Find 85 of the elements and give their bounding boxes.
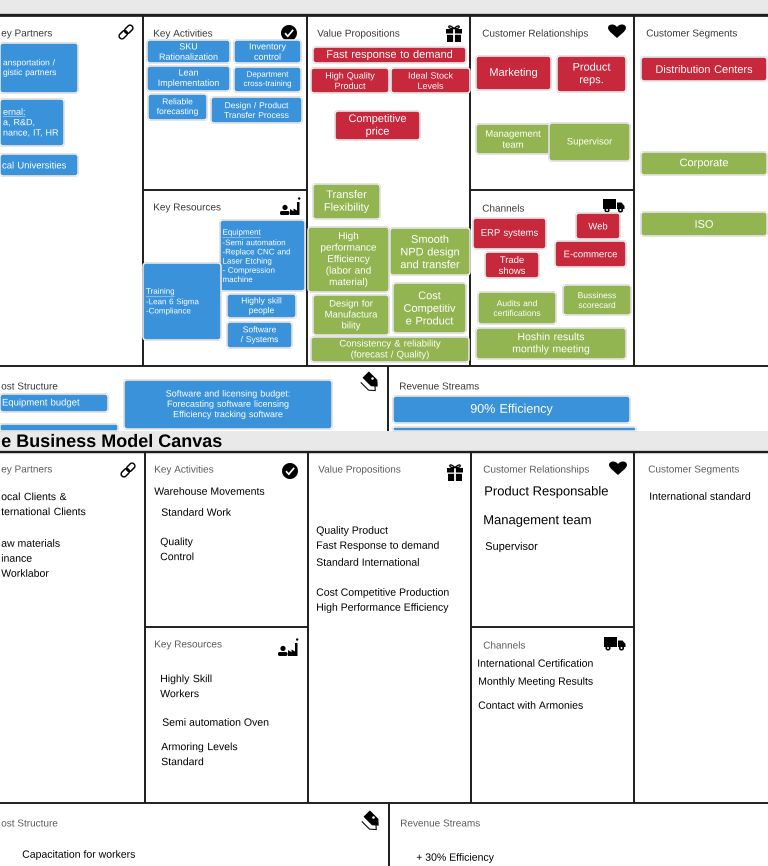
block-heading: Key Activities xyxy=(154,29,212,39)
sticky-note: Software and licensing budget: Forecasting software licensing Efficiency tracking software xyxy=(123,379,333,430)
block-text: Management team xyxy=(484,515,591,527)
sticky-note: Hoshin results monthly meeting xyxy=(475,327,627,360)
block-text: Supervisor xyxy=(486,542,538,552)
block-text: Worklabor xyxy=(1,569,49,577)
sticky-note: Software / Systems xyxy=(226,321,293,349)
block-text: International Certification xyxy=(478,659,593,667)
sticky-note: Lean Implementation xyxy=(146,65,231,92)
sticky-note: Audits and certifications xyxy=(477,291,557,325)
block-text: Product Responsable xyxy=(485,486,608,498)
sticky-note: Transfer Flexibility xyxy=(312,183,381,220)
sticky-note: Management team xyxy=(475,123,551,155)
sticky-note: cal Universities xyxy=(0,153,79,177)
sticky-note: Corporate xyxy=(640,151,768,176)
block-text: High Performance Efficiency xyxy=(317,603,448,613)
sticky-note: Distribution Centers xyxy=(640,56,768,82)
sticky-note: Product reps. xyxy=(556,55,627,93)
sticky-note: SKU Rationalization xyxy=(146,39,231,64)
block-text: + 30% Efficiency xyxy=(416,853,494,863)
block-text: Armoring Levels Standard xyxy=(161,742,238,766)
sticky-note: ISO xyxy=(640,211,768,237)
block-text: Standard Work xyxy=(162,508,232,516)
sticky-note: High Quality Product xyxy=(310,67,390,94)
block-heading: Channels xyxy=(482,204,524,212)
block-heading: Customer Segments xyxy=(646,29,737,39)
block-text: Standard International xyxy=(316,558,419,566)
sticky-note xyxy=(392,426,637,432)
sticky-note: Reliable forecasting xyxy=(147,93,208,121)
block-heading: ey Partners xyxy=(2,30,52,38)
block-heading: Customer Relationships xyxy=(484,465,589,475)
block-text: aw materials xyxy=(2,539,60,547)
sticky-note: Supervisor xyxy=(548,122,631,162)
sticky-note: Bussiness scorecard xyxy=(562,284,632,316)
sticky-note xyxy=(0,423,119,432)
block-text: Monthly Meeting Results xyxy=(479,677,593,687)
block-heading: Key Resources xyxy=(155,640,222,650)
block-text: Highly Skill Workers xyxy=(160,674,212,698)
sticky-note: 90% Efficiency xyxy=(392,395,631,424)
block-heading: Customer Segments xyxy=(648,465,739,475)
sticky-note: Trade shows xyxy=(484,251,540,279)
sticky-note: Competitive price xyxy=(334,110,421,141)
block-heading: Customer Relationships xyxy=(482,29,588,39)
sticky-note: E-commerce xyxy=(554,240,627,268)
sticky-note: Ideal Stock Levels xyxy=(390,67,471,94)
sticky-note: ernal: a, R&D, nance, IT, HR xyxy=(0,98,65,147)
block-heading: Value Propositions xyxy=(317,29,400,39)
sticky-note: Inventory control xyxy=(233,39,302,64)
block-heading: Revenue Streams xyxy=(400,382,479,390)
sticky-note: Cost Competitiv e Product xyxy=(392,282,467,334)
block-text: Quality Control xyxy=(160,537,194,560)
sticky-note: High performance Efficiency (labor and material) xyxy=(307,226,390,293)
sticky-note: Equipment -Semi automation -Replace CNC and Laser Etching - Compression machine xyxy=(219,219,306,292)
block-text: Warehouse Movements xyxy=(154,487,264,495)
block-text: Quality Product xyxy=(316,526,388,536)
block-heading: Value Propositions xyxy=(318,465,400,475)
block-heading: ost Structure xyxy=(2,382,58,390)
sticky-note: Highly skill people xyxy=(226,293,297,319)
sticky-note: Design for Manufactura bility xyxy=(312,294,390,336)
block-heading: ost Structure xyxy=(2,819,58,827)
block-heading: Key Activities xyxy=(155,465,214,475)
sticky-note: Equipment budget xyxy=(0,393,109,413)
sticky-note: Department cross-training xyxy=(233,66,302,93)
block-heading: Key Resources xyxy=(154,204,221,212)
sticky-note: Web xyxy=(575,212,621,240)
block-heading: Revenue Streams xyxy=(401,819,480,827)
sticky-note: ERP systems xyxy=(472,217,547,250)
block-text: Capacitation for workers xyxy=(22,850,135,860)
sticky-note: Training -Lean 6 Sigma -Compliance xyxy=(142,262,222,341)
block-text: Cost Competitive Production xyxy=(316,588,449,598)
page-title: e Business Model Canvas xyxy=(2,434,222,448)
block-text: ocal Clients & ternational Clients xyxy=(1,492,86,516)
block-text: International standard xyxy=(650,492,750,500)
block-heading: Channels xyxy=(484,641,526,649)
sticky-note: Consistency & reliability (forecast / Quality) xyxy=(310,336,470,363)
block-text: inance xyxy=(2,554,32,562)
block-text: Fast Response to demand xyxy=(317,541,439,551)
block-heading: ey Partners xyxy=(2,466,52,474)
sticky-note: Design / Product Transfer Process xyxy=(210,96,303,124)
block-text: Semi automation Oven xyxy=(162,718,268,726)
sticky-note: ansportation / gistic partners xyxy=(0,42,79,94)
sticky-note: Fast response to demand xyxy=(312,46,467,64)
sticky-note: Smooth NPD design and transfer xyxy=(389,227,471,276)
sticky-note: Marketing xyxy=(475,55,552,91)
block-text: Contact with Armonies xyxy=(478,701,583,709)
